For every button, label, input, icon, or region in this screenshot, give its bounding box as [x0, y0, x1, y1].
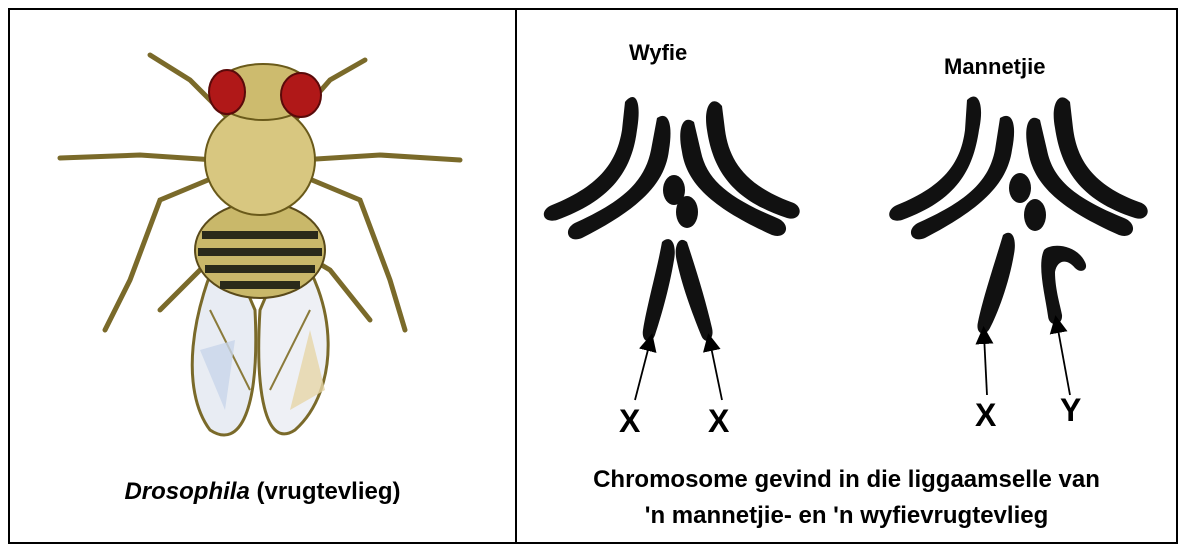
fly-eye-left: [209, 70, 245, 114]
chromosome-caption-line2: 'n mannetjie- en 'n wyfievrugtevlieg: [517, 498, 1176, 534]
male-chromosomes: [889, 97, 1148, 334]
fly-panel: Drosophila (vrugtevlieg): [10, 10, 515, 542]
male-x-chromosome: [977, 233, 1014, 334]
label-arrows: [635, 324, 1070, 400]
male-label-y: Y: [1060, 392, 1081, 429]
fly-caption-common: (vrugtevlieg): [250, 478, 401, 505]
fruit-fly-icon: [10, 10, 515, 470]
female-chromosomes: [544, 97, 800, 341]
male-y-chromosome: [1041, 246, 1086, 324]
female-x-chromosome-2: [676, 240, 713, 341]
fly-eye-right: [281, 73, 321, 117]
fly-thorax: [205, 105, 315, 215]
chromosome-caption: Chromosome gevind in die liggaamselle va…: [517, 462, 1176, 534]
fly-caption: Drosophila (vrugtevlieg): [10, 478, 515, 506]
female-label-x2: X: [708, 403, 729, 440]
female-label-x1: X: [619, 403, 640, 440]
female-x-chromosome-1: [643, 239, 675, 341]
fly-caption-genus: Drosophila: [124, 478, 249, 505]
male-label-x: X: [975, 397, 996, 434]
chromosome-panel: Wyfie Mannetjie: [517, 10, 1176, 542]
chromosome-caption-line1: Chromosome gevind in die liggaamselle va…: [517, 462, 1176, 498]
